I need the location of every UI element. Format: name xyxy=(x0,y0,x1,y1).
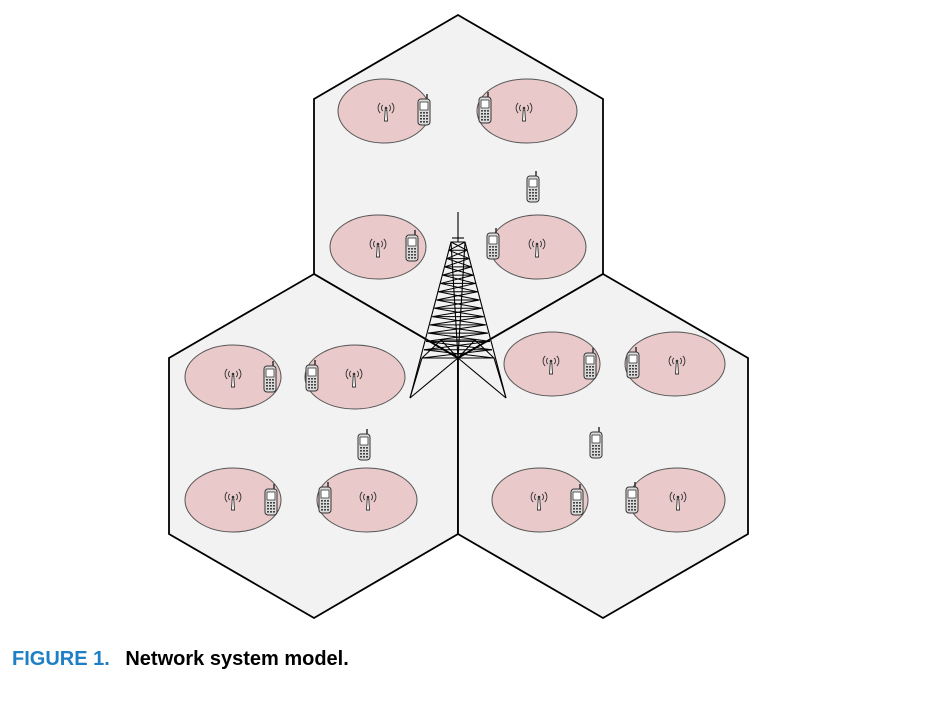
mobile-phone-icon xyxy=(417,93,431,126)
tower-brace xyxy=(442,274,476,284)
tower-brace xyxy=(446,258,472,268)
mobile-phone-icon xyxy=(486,227,500,260)
small-cell xyxy=(624,331,726,397)
tower-brace xyxy=(421,349,492,359)
small-cell xyxy=(337,78,431,144)
tower-brace xyxy=(440,274,474,284)
tower-brace xyxy=(444,258,470,268)
mobile-phone-icon xyxy=(263,360,277,393)
tower-brace xyxy=(444,266,474,276)
mobile-phone-icon xyxy=(625,481,639,514)
mobile-phone-icon xyxy=(305,359,319,392)
mobile-phone-icon xyxy=(526,170,540,203)
mobile-phone-icon xyxy=(583,347,597,380)
tower-brace xyxy=(438,282,476,293)
tower-brace xyxy=(424,340,490,351)
mobile-phone-icon xyxy=(478,91,492,124)
network-diagram xyxy=(168,13,749,620)
tower-brace xyxy=(434,299,480,309)
mobile-phone-icon xyxy=(264,483,278,516)
tower-brace xyxy=(450,241,468,251)
tower-brace xyxy=(446,249,468,260)
tower-brace xyxy=(436,291,478,301)
tower-brace xyxy=(448,249,470,260)
tower-brace xyxy=(442,266,472,276)
mobile-phone-icon xyxy=(570,483,584,516)
tower-brace xyxy=(448,241,466,251)
tower-brace xyxy=(432,307,482,318)
tower-brace xyxy=(426,332,488,342)
tower-lattice xyxy=(421,241,495,359)
figure-title: Network system model. xyxy=(125,648,349,670)
mobile-phone-icon xyxy=(626,346,640,379)
mobile-phone-icon xyxy=(405,229,419,262)
small-cell xyxy=(476,78,578,144)
mobile-phone-icon xyxy=(318,481,332,514)
tower-brace xyxy=(430,316,484,326)
figure-label: FIGURE 1. xyxy=(12,648,110,670)
mobile-phone-icon xyxy=(589,426,603,459)
figure-caption: FIGURE 1. Network system model. xyxy=(12,648,349,671)
mobile-phone-icon xyxy=(357,428,371,461)
tower-brace xyxy=(428,324,486,334)
